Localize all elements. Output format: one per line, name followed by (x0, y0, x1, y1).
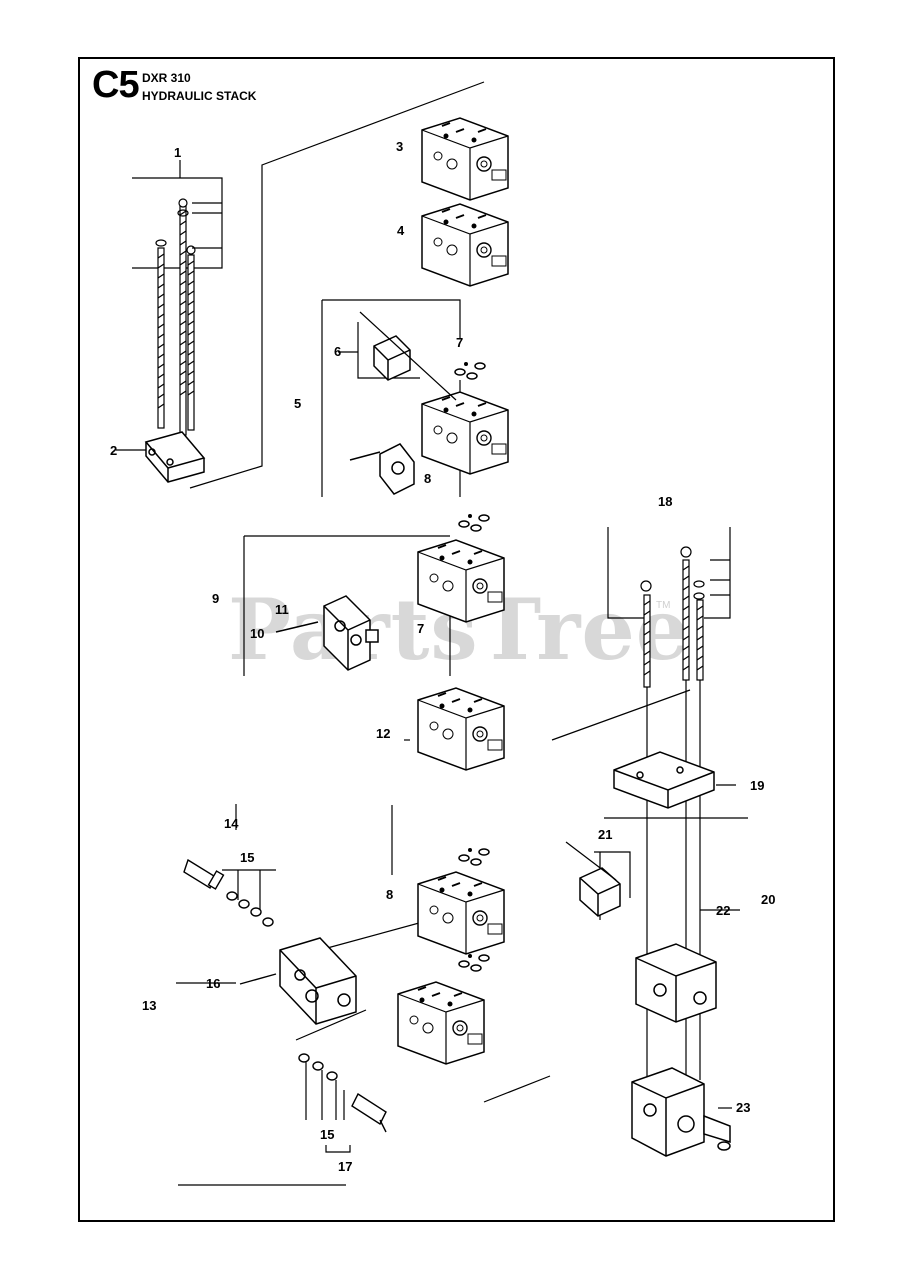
right-stack-valves (565, 841, 731, 1157)
callout-20: 20 (761, 892, 776, 907)
callout-23: 23 (736, 1100, 751, 1115)
callout-14: 14 (224, 816, 239, 831)
callout-1: 1 (174, 145, 182, 160)
valve-section-12 (417, 687, 505, 771)
right-tie-rods (640, 546, 705, 688)
callout-13: 13 (142, 998, 157, 1013)
callout-16: 16 (206, 976, 221, 991)
tie-rods-group (132, 160, 223, 436)
callout-22: 22 (716, 903, 731, 918)
callout-2: 2 (110, 443, 118, 458)
callout-10: 10 (250, 626, 265, 641)
callout-4: 4 (397, 223, 405, 238)
callout-8-upper: 8 (424, 471, 432, 486)
o-ring-set-7 (454, 361, 486, 380)
callout-3: 3 (396, 139, 404, 154)
callout-15-lower: 15 (320, 1127, 335, 1142)
valve-section-bottom (397, 981, 485, 1065)
solenoid-coil (359, 311, 457, 401)
callout-7-lower: 7 (417, 621, 425, 636)
o-ring-set-lower (458, 847, 490, 866)
valve-section-upper-lower-stack (417, 871, 505, 955)
callout-17: 17 (338, 1159, 353, 1174)
callout-21: 21 (598, 827, 613, 842)
valve-section-9 (417, 539, 505, 623)
diagram-frame (78, 57, 835, 1222)
watermark-trademark: TM (656, 600, 671, 611)
callout-7-upper: 7 (456, 335, 464, 350)
valve-section-5 (421, 391, 509, 475)
page-code: C5 (92, 64, 140, 106)
end-plate (116, 431, 206, 483)
callout-19: 19 (750, 778, 765, 793)
callout-5: 5 (294, 396, 302, 411)
callout-18: 18 (658, 494, 673, 509)
model-name: DXR 310 (142, 71, 191, 85)
o-ring-set-bottom (458, 953, 490, 972)
callout-15-upper: 15 (240, 850, 255, 865)
inlet-block (275, 595, 379, 671)
valve-section-4 (421, 203, 509, 287)
callout-12: 12 (376, 726, 391, 741)
page-title: HYDRAULIC STACK (142, 89, 257, 103)
callout-11: 11 (275, 602, 289, 617)
adapter-plate (349, 443, 415, 495)
callout-9: 9 (212, 591, 220, 606)
o-ring-set-9 (458, 513, 490, 532)
callout-8-lower: 8 (386, 887, 394, 902)
valve-section-3 (421, 117, 509, 201)
right-end-plate (613, 751, 715, 809)
hydraulic-fittings (183, 858, 387, 1133)
outlet-block (279, 937, 357, 1025)
callout-6: 6 (334, 344, 342, 359)
